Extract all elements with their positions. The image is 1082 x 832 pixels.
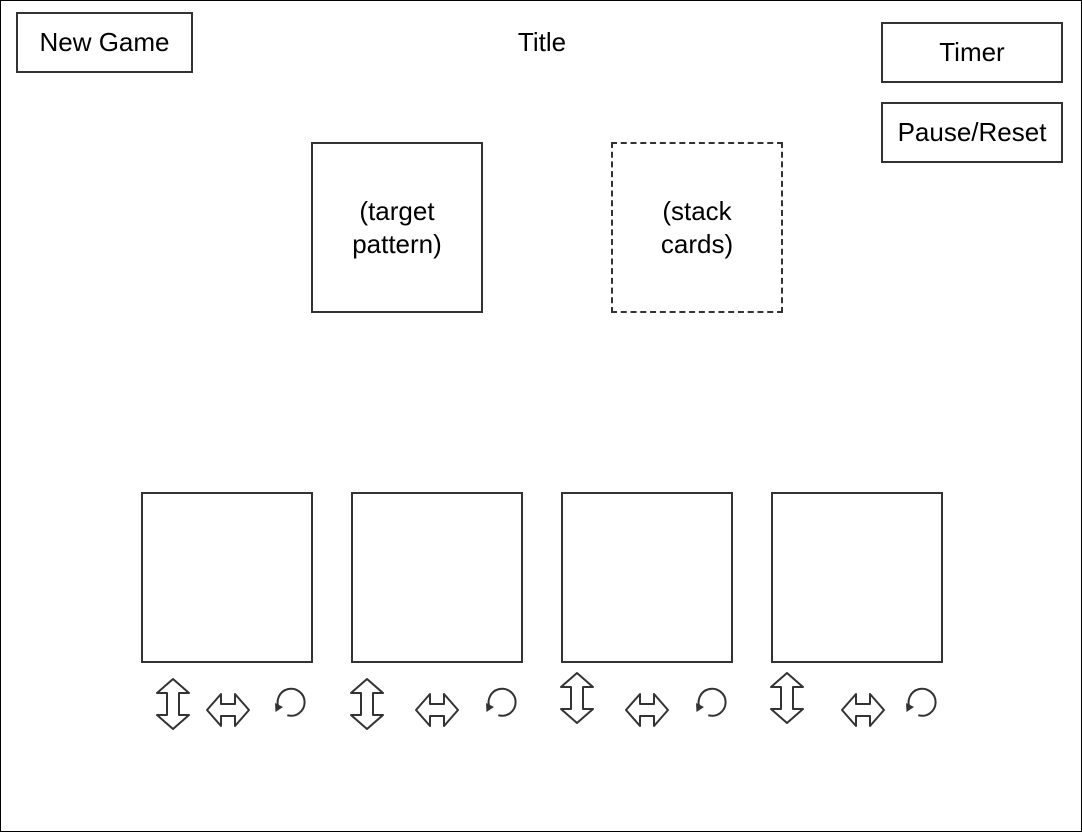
card-slot-1[interactable] bbox=[141, 492, 313, 663]
rotate-button-1[interactable] bbox=[269, 682, 313, 726]
flip-vertical-button-2[interactable] bbox=[348, 678, 386, 730]
timer-display: Timer bbox=[881, 22, 1063, 83]
new-game-label: New Game bbox=[39, 27, 170, 58]
flip-horizontal-icon bbox=[206, 693, 250, 727]
rotate-button-3[interactable] bbox=[690, 682, 734, 726]
flip-horizontal-icon bbox=[415, 693, 459, 727]
flip-horizontal-button-4[interactable] bbox=[841, 691, 885, 729]
flip-horizontal-button-1[interactable] bbox=[206, 691, 250, 729]
flip-vertical-button-4[interactable] bbox=[768, 672, 806, 724]
rotate-icon bbox=[696, 687, 727, 717]
card-slot-3[interactable] bbox=[561, 492, 733, 663]
flip-horizontal-button-2[interactable] bbox=[415, 691, 459, 729]
flip-vertical-icon bbox=[156, 678, 190, 730]
flip-horizontal-icon bbox=[841, 693, 885, 727]
card-slot-2[interactable] bbox=[351, 492, 523, 663]
flip-vertical-button-3[interactable] bbox=[558, 672, 596, 724]
flip-vertical-button-1[interactable] bbox=[154, 678, 192, 730]
target-label-line1: (target bbox=[359, 196, 435, 226]
flip-vertical-icon bbox=[350, 678, 384, 730]
flip-horizontal-icon bbox=[625, 693, 669, 727]
flip-horizontal-button-3[interactable] bbox=[625, 691, 669, 729]
rotate-icon bbox=[275, 687, 306, 717]
rotate-icon bbox=[486, 687, 517, 717]
new-game-button[interactable]: New Game bbox=[16, 12, 193, 73]
stack-label-line2: cards) bbox=[660, 228, 734, 259]
rotate-icon bbox=[906, 687, 937, 717]
pause-reset-button[interactable]: Pause/Reset bbox=[881, 102, 1063, 163]
rotate-button-2[interactable] bbox=[480, 682, 524, 726]
target-label-line2: pattern) bbox=[352, 228, 442, 259]
page-title: Title bbox=[517, 27, 567, 57]
pause-reset-label: Pause/Reset bbox=[897, 117, 1047, 148]
rotate-button-4[interactable] bbox=[900, 682, 944, 726]
timer-label: Timer bbox=[939, 37, 1005, 68]
stack-cards-area[interactable]: (stack cards) bbox=[611, 142, 783, 313]
flip-vertical-icon bbox=[560, 672, 594, 724]
flip-vertical-icon bbox=[770, 672, 804, 724]
stack-label-line1: (stack bbox=[662, 196, 732, 226]
target-pattern-card: (target pattern) bbox=[311, 142, 483, 313]
card-slot-4[interactable] bbox=[771, 492, 943, 663]
